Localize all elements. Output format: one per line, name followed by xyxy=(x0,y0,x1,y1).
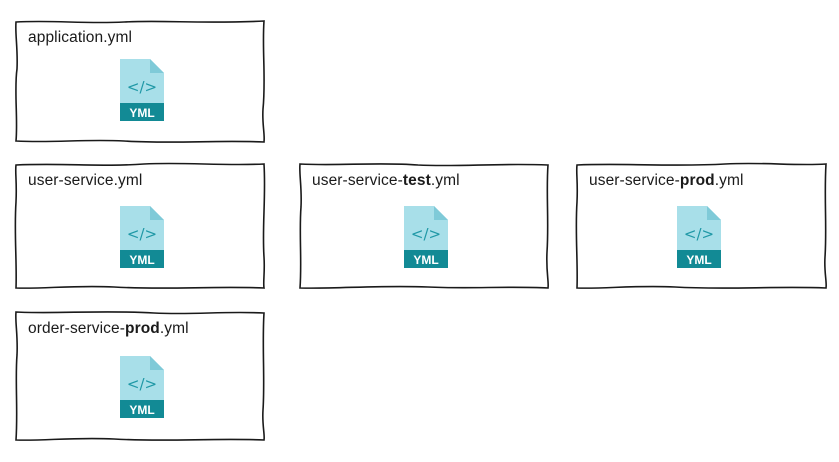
file-fold xyxy=(150,206,164,220)
file-fold xyxy=(707,206,721,220)
yml-file-icon: </> YML xyxy=(667,204,727,272)
file-band xyxy=(120,250,164,268)
file-name: order-service-prod.yml xyxy=(28,320,189,338)
yml-file-graphic: </> YML xyxy=(120,356,164,418)
yml-file-icon: </> YML xyxy=(110,204,170,272)
file-fold xyxy=(434,206,448,220)
file-name-part-bold: prod xyxy=(125,320,160,337)
file-name-part: application.yml xyxy=(28,29,133,46)
file-type-label: YML xyxy=(129,106,154,120)
yml-file-graphic: </> YML xyxy=(120,206,164,268)
yml-file-graphic: </> YML xyxy=(404,206,448,268)
file-card-application: application.yml </> YML xyxy=(14,19,266,144)
file-name-part: .yml xyxy=(714,172,744,189)
yml-file-icon: </> YML xyxy=(110,57,170,125)
file-name-part: user-service.yml xyxy=(28,172,143,189)
file-band xyxy=(677,250,721,268)
sketch-frame xyxy=(575,162,828,289)
yml-file-icon: </> YML xyxy=(110,354,170,422)
file-band xyxy=(404,250,448,268)
file-type-label: YML xyxy=(686,253,711,267)
file-type-label: YML xyxy=(129,253,154,267)
file-name-part: .yml xyxy=(430,172,460,189)
file-name: application.yml xyxy=(28,29,132,47)
file-type-label: YML xyxy=(129,403,154,417)
file-card-user-service-prod: user-service-prod.yml </> YML xyxy=(575,162,828,290)
file-name-part: user-service- xyxy=(589,172,680,189)
file-name-part-bold: test xyxy=(402,172,431,189)
file-fold xyxy=(150,59,164,73)
yml-file-graphic: </> YML xyxy=(677,206,721,268)
sketch-frame xyxy=(14,311,266,441)
code-glyph: </> xyxy=(127,78,157,96)
code-glyph: </> xyxy=(411,225,441,243)
file-name-part: order-service- xyxy=(28,320,126,337)
sketch-frame xyxy=(298,163,550,289)
file-type-label: YML xyxy=(413,253,438,267)
file-name-part-bold: prod xyxy=(679,172,715,189)
yml-file-icon: </> YML xyxy=(394,204,454,272)
sketch-frame xyxy=(14,162,266,289)
yml-file-graphic: </> YML xyxy=(120,59,164,121)
file-card-user-service: user-service.yml </> YML xyxy=(14,162,266,290)
file-name-part: user-service- xyxy=(312,172,403,189)
file-card-order-service-prod: order-service-prod.yml </> YML xyxy=(14,310,266,442)
file-name: user-service-prod.yml xyxy=(589,172,744,190)
code-glyph: </> xyxy=(684,225,714,243)
file-name-part: .yml xyxy=(159,320,189,337)
file-card-user-service-test: user-service-test.yml </> YML xyxy=(298,162,550,290)
file-name: user-service.yml xyxy=(28,172,142,190)
file-fold xyxy=(150,356,164,370)
file-name: user-service-test.yml xyxy=(312,172,460,190)
file-band xyxy=(120,400,164,418)
file-band xyxy=(120,103,164,121)
code-glyph: </> xyxy=(127,225,157,243)
sketch-frame xyxy=(14,20,266,143)
code-glyph: </> xyxy=(127,375,157,393)
